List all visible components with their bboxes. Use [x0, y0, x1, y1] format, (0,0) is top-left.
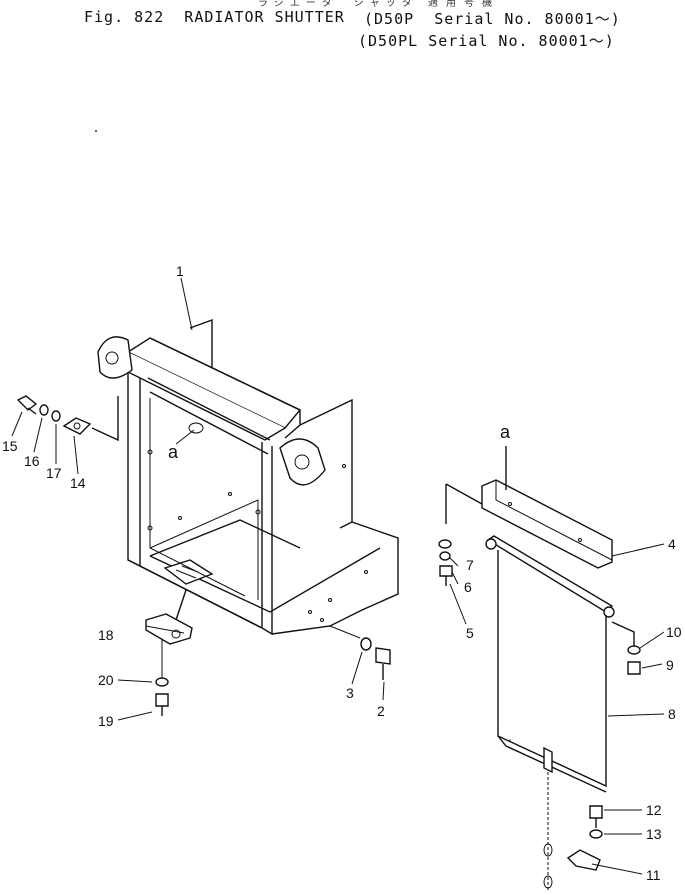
- callout-1: 1: [176, 263, 184, 279]
- japanese-applicability: 適用号機: [428, 0, 500, 9]
- serial-line-2: (D50PL Serial No. 80001～): [358, 32, 615, 50]
- left-side-fasteners: [16, 395, 119, 442]
- shutter-left-fasteners: [438, 483, 483, 586]
- shutter-curtain-part-8: [485, 535, 615, 890]
- callout-3: 3: [346, 685, 354, 701]
- callout-17: 17: [46, 465, 62, 481]
- callout-11: 11: [646, 867, 661, 883]
- scan-speck-2: [509, 739, 511, 741]
- callout-4: 4: [668, 536, 676, 552]
- frame-side-fasteners: [329, 625, 391, 680]
- shutter-bracket-part-4: [481, 446, 613, 569]
- callout-9: 9: [666, 657, 674, 673]
- callout-7: 7: [466, 557, 474, 573]
- serial-line-1: (D50P Serial No. 80001～): [364, 10, 621, 28]
- callout-labels: 1 2 3 4 5 6 7 8 9 10 11 12 13 14 15 16 1…: [2, 263, 682, 883]
- callout-10: 10: [666, 624, 682, 640]
- shutter-bottom-fasteners: [566, 805, 603, 871]
- callout-16: 16: [24, 453, 40, 469]
- leader-lines: [11, 277, 665, 875]
- reference-a-right: a: [500, 422, 511, 442]
- bottom-bracket-assembly: [145, 613, 193, 716]
- japanese-title: ラジエータ シャッタ: [258, 0, 418, 9]
- callout-15: 15: [2, 438, 18, 454]
- callout-6: 6: [464, 579, 472, 595]
- callout-18: 18: [98, 627, 114, 643]
- radiator-guard-frame: [97, 319, 399, 636]
- callout-19: 19: [98, 713, 114, 729]
- callout-12: 12: [646, 802, 662, 818]
- shutter-right-fasteners: [611, 621, 641, 675]
- callout-20: 20: [98, 672, 114, 688]
- callout-2: 2: [377, 703, 385, 719]
- callout-13: 13: [646, 826, 662, 842]
- callout-5: 5: [466, 625, 474, 641]
- callout-8: 8: [668, 706, 676, 722]
- serial-line-1-text: D50P Serial No. 80001～: [374, 10, 611, 28]
- scan-speck: [95, 130, 97, 132]
- callout-14: 14: [70, 475, 86, 491]
- reference-a-left: a: [168, 442, 179, 462]
- figure-title: Fig. 822 RADIATOR SHUTTER: [84, 8, 345, 26]
